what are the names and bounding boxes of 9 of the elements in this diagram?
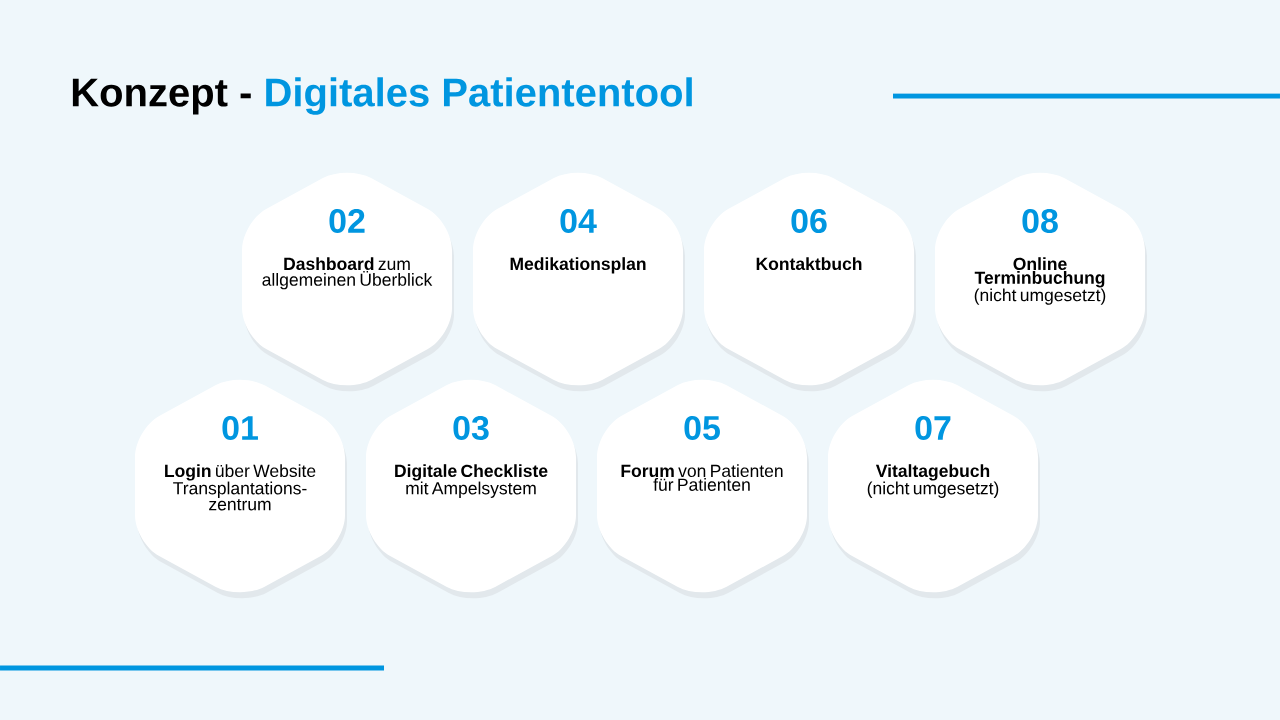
hexagon-card: 07 Vitaltagebuch (nicht umgesetzt) <box>828 379 1040 599</box>
hexagon-card: 08 Online Terminbuchung (nicht umgesetzt) <box>935 172 1147 392</box>
hexagon-card: 05 Forum von Patienten für Patienten <box>597 379 809 599</box>
hexagon-card: 04 Medikationsplan <box>473 172 685 392</box>
hexagon-card: 03 Digitale Checkliste mit Ampelsystem <box>366 379 578 599</box>
hexagon-card: 01 Login über Website Transplantations-zentrum <box>135 379 347 599</box>
hexagon-card: 06 Kontaktbuch <box>704 172 916 392</box>
hexagon-card: 02 Dashboard zum allgemeinen Überblick <box>242 172 454 392</box>
title: Konzept - Digitales Patiententool <box>72 77 692 115</box>
